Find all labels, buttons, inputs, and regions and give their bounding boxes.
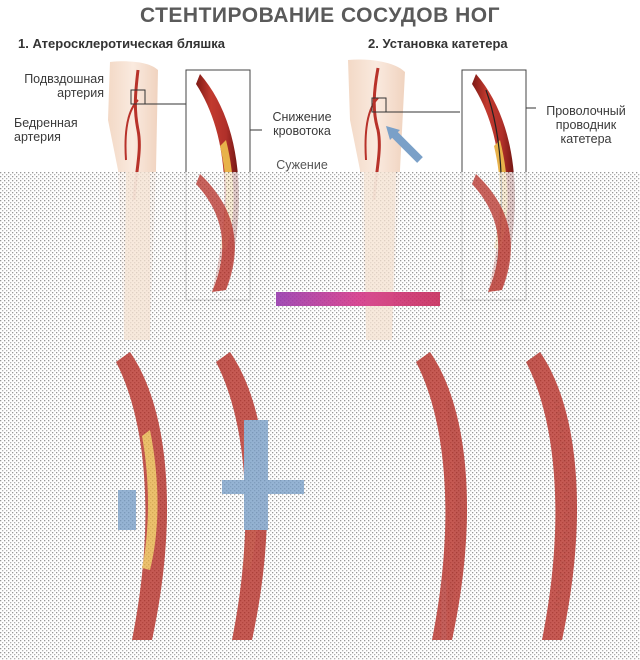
wire-line-2: проводник	[555, 118, 617, 132]
wire-label: Проволочный проводник катетера	[536, 104, 636, 146]
femoral-artery-line-2: артерия	[14, 130, 61, 144]
femoral-artery-label: Бедренная артерия	[14, 116, 114, 144]
iliac-artery-label: Подвздошная артерия	[2, 72, 104, 100]
step-1-heading: 1. Атеросклеротическая бляшка	[18, 36, 225, 51]
diagram-title: СТЕНТИРОВАНИЕ СОСУДОВ НОГ	[139, 4, 501, 27]
wire-line-1: Проволочный	[546, 104, 626, 118]
blood-flow-label: Снижение кровотока	[262, 110, 342, 138]
narrowing-label: Сужение	[276, 158, 328, 172]
femoral-artery-line-1: Бедренная	[14, 116, 78, 130]
blood-flow-line-1: Снижение	[272, 110, 332, 124]
iliac-artery-line-2: артерия	[57, 86, 104, 100]
blood-flow-line-2: кровотока	[273, 124, 331, 138]
wire-line-3: катетера	[560, 132, 612, 146]
obscured-overlay	[0, 172, 640, 660]
step-2-heading: 2. Установка катетера	[368, 36, 508, 51]
iliac-artery-line-1: Подвздошная	[24, 72, 104, 86]
